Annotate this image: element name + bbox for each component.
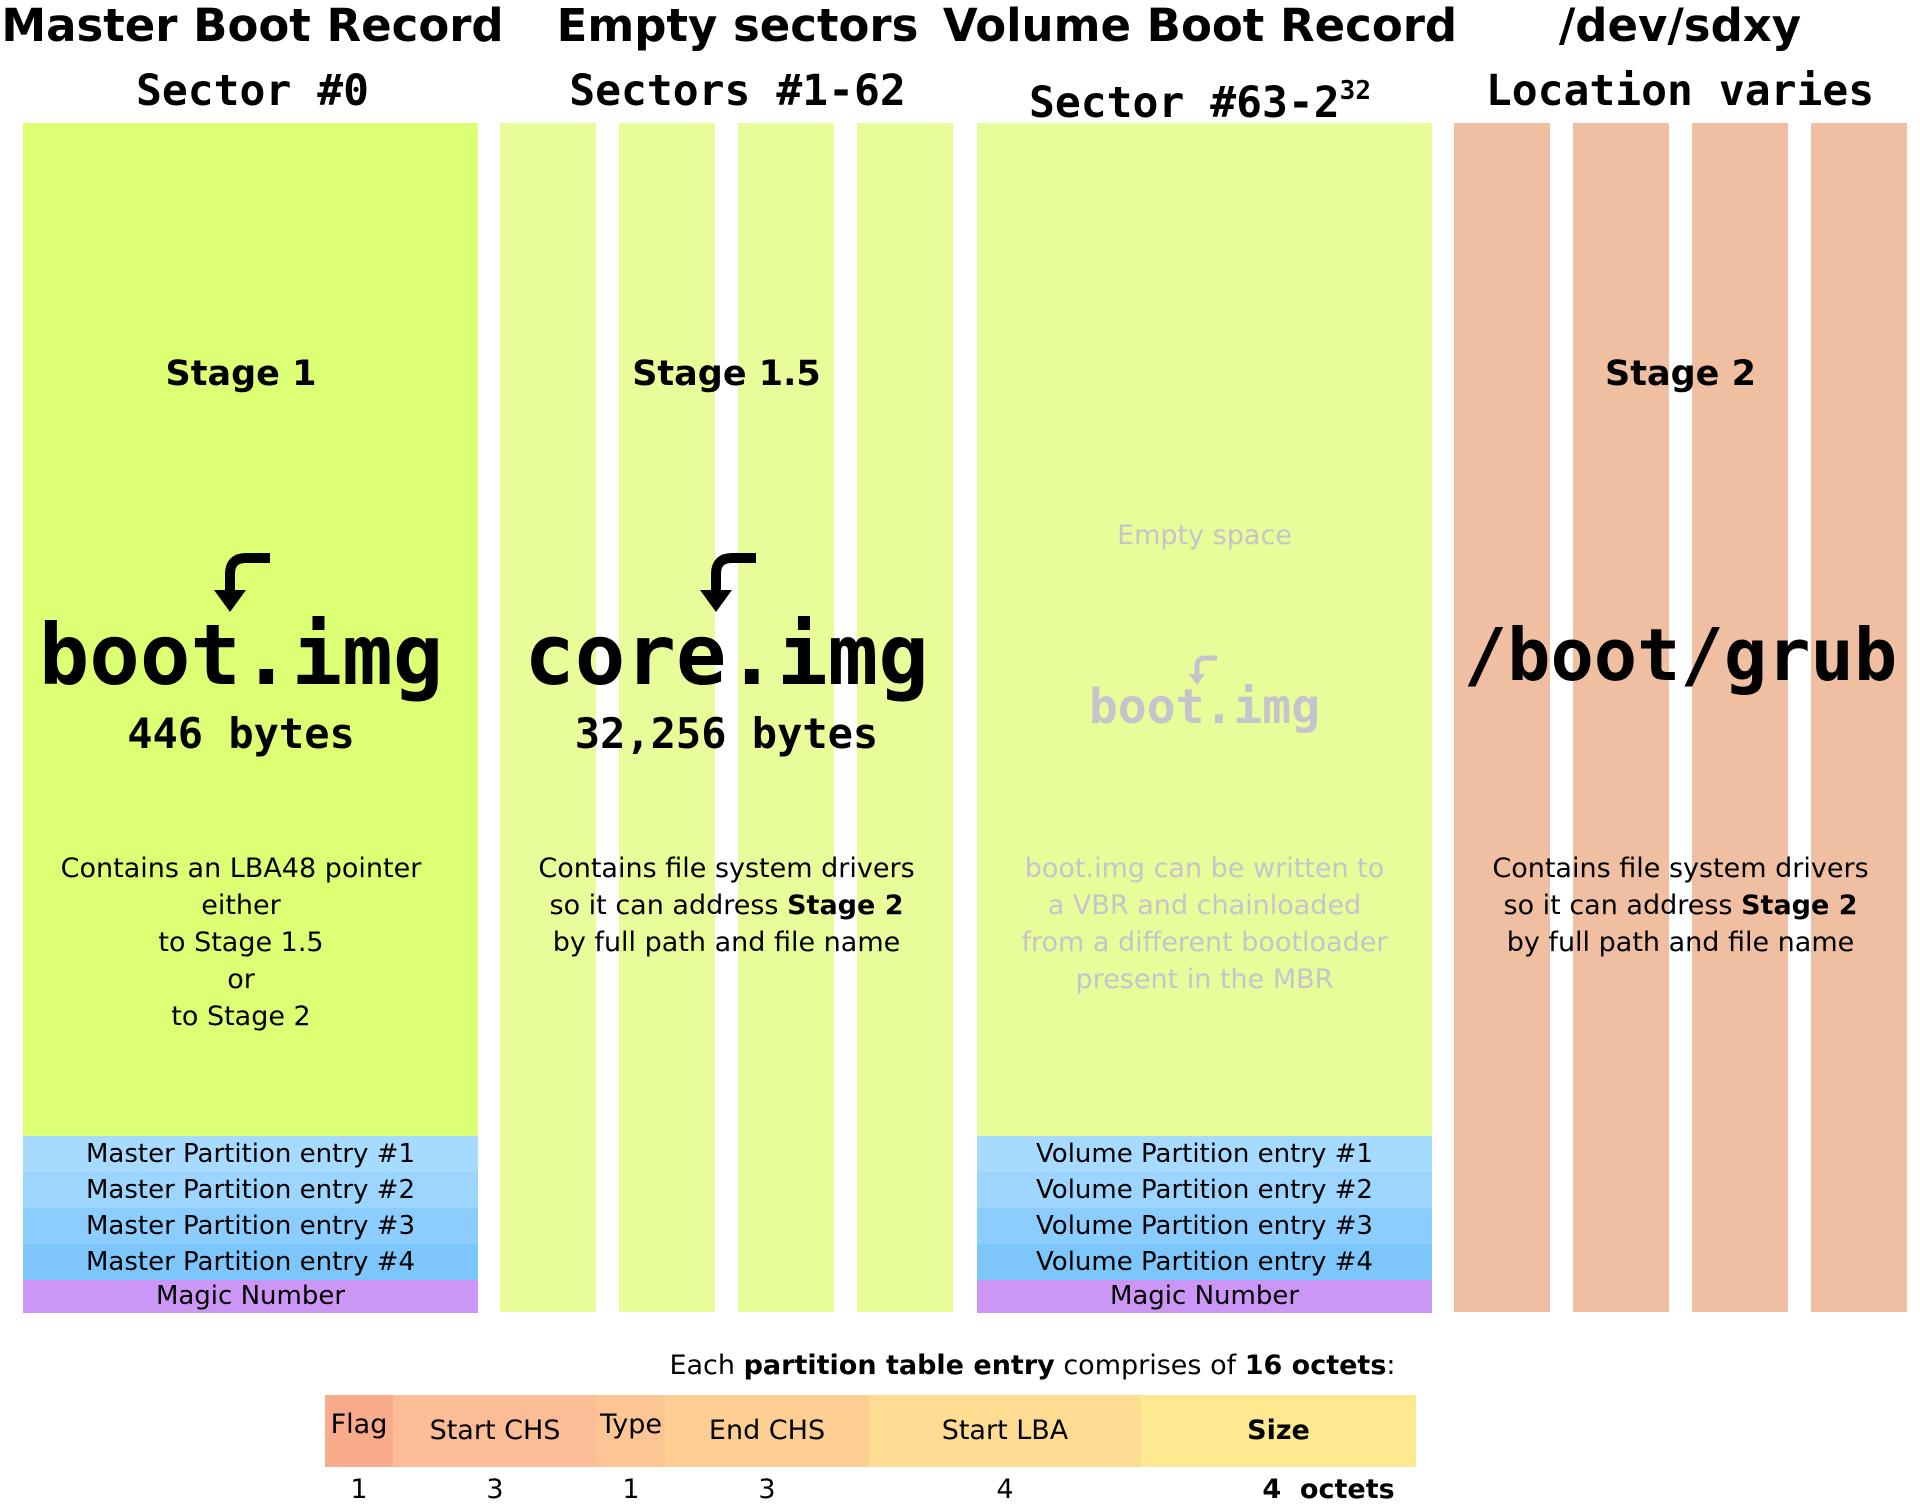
stage2-stripe: [1573, 123, 1669, 1312]
vbr-subtitle-text: Sector #63-2: [1029, 78, 1340, 128]
empty-sector-stripe: [857, 123, 953, 1312]
vbr-partition-entry-1: Volume Partition entry #1: [977, 1136, 1432, 1172]
empty-image-size: 32,256 bytes: [574, 709, 879, 758]
vbr-description-line: from a different bootloader: [1021, 927, 1388, 958]
mbr-image-name: boot.img: [38, 606, 444, 704]
mbr-description-line: either: [201, 890, 281, 921]
mbr-partition-entry-1: Master Partition entry #1: [23, 1136, 478, 1172]
empty-curved-arrow-icon: [700, 553, 756, 612]
octets-unit-label: octets: [1299, 1474, 1395, 1505]
vbr-description-line: boot.img can be written to: [1024, 853, 1385, 884]
empty-image-name: core.img: [524, 606, 929, 704]
dev-description-line: so it can address Stage 2: [1454, 887, 1907, 924]
caption-text: :: [1386, 1350, 1396, 1381]
dev-description-line: by full path and file name: [1506, 927, 1855, 958]
vbr-description-line: present in the MBR: [1075, 964, 1334, 995]
stage2-stripe: [1692, 123, 1788, 1312]
caption-text: comprises of: [1054, 1350, 1245, 1381]
dev-image-name: /boot/grub: [1463, 613, 1898, 697]
dev-subtitle: Location varies: [1485, 66, 1875, 116]
vbr-empty-space-label: Empty space: [1117, 520, 1292, 551]
mbr-stage-label: Stage 1: [165, 354, 317, 394]
dev-stage-label: Stage 2: [1605, 354, 1756, 394]
field-end-chs: End CHS: [665, 1395, 869, 1467]
field-size: Size: [1141, 1395, 1416, 1467]
vbr-partition-entry-2: Volume Partition entry #2: [977, 1172, 1432, 1208]
octet-count-end-chs: 3: [758, 1474, 776, 1505]
field-start-lba: Start LBA: [869, 1395, 1141, 1467]
empty-description-bold: Stage 2: [787, 890, 904, 921]
field-flag: Flag: [325, 1395, 393, 1467]
mbr-description-line: to Stage 2: [171, 1001, 311, 1032]
mbr-subtitle: Sector #0: [136, 66, 369, 116]
vbr-partition-entry-4: Volume Partition entry #4: [977, 1244, 1432, 1280]
mbr-description-line: or: [227, 964, 255, 995]
empty-description-line: by full path and file name: [552, 927, 901, 958]
octet-count-flag: 1: [350, 1474, 368, 1505]
stage2-stripe: [1454, 123, 1550, 1312]
mbr-partition-entry-2: Master Partition entry #2: [23, 1172, 478, 1208]
mbr-magic-number: Magic Number: [23, 1280, 478, 1313]
caption-text: Each: [669, 1350, 744, 1381]
empty-sector-stripe: [500, 123, 596, 1312]
vbr-block: [977, 123, 1432, 1312]
empty-sector-stripe: [619, 123, 715, 1312]
mbr-description-line: Contains an LBA48 pointer: [60, 853, 422, 884]
octet-count-type: 1: [622, 1474, 640, 1505]
octet-count-start-lba: 4: [996, 1474, 1014, 1505]
octet-count-size-value: 4: [1262, 1474, 1282, 1505]
vbr-title: Volume Boot Record: [942, 0, 1458, 52]
caption-bold: 16 octets: [1244, 1350, 1387, 1381]
dev-description: Contains file system drivers so it can a…: [1454, 850, 1907, 961]
mbr-description: Contains an LBA48 pointer either to Stag…: [23, 850, 459, 1035]
stage2-stripe: [1811, 123, 1907, 1312]
dev-description-text: so it can address: [1503, 890, 1742, 921]
empty-sectors-subtitle: Sectors #1-62: [569, 66, 906, 116]
mbr-image-size: 446 bytes: [127, 709, 355, 758]
empty-description: Contains file system drivers so it can a…: [500, 850, 953, 961]
empty-sector-stripe: [738, 123, 834, 1312]
empty-description-line: Contains file system drivers: [538, 853, 915, 884]
vbr-partition-entry-3: Volume Partition entry #3: [977, 1208, 1432, 1244]
vbr-curved-arrow-icon: [1189, 655, 1217, 685]
vbr-subtitle-exponent: 32: [1339, 76, 1371, 106]
dev-description-line: Contains file system drivers: [1492, 853, 1869, 884]
mbr-partition-entry-4: Master Partition entry #4: [23, 1244, 478, 1280]
dev-title: /dev/sdxy: [1558, 0, 1802, 52]
empty-description-line: so it can address Stage 2: [500, 887, 953, 924]
partition-table-caption: Each partition table entry comprises of …: [325, 1348, 1740, 1384]
vbr-subtitle: Sector #63-232: [940, 66, 1460, 128]
caption-bold: partition table entry: [743, 1350, 1055, 1381]
empty-stage-label: Stage 1.5: [632, 354, 821, 394]
field-type: Type: [597, 1395, 665, 1467]
octet-count-size: 4 octets: [1241, 1473, 1416, 1507]
mbr-partition-entry-3: Master Partition entry #3: [23, 1208, 478, 1244]
vbr-description: boot.img can be written to a VBR and cha…: [977, 850, 1432, 998]
mbr-title: Master Boot Record: [1, 0, 504, 52]
field-start-chs: Start CHS: [393, 1395, 597, 1467]
vbr-image-name: boot.img: [1088, 679, 1321, 735]
vbr-magic-number: Magic Number: [977, 1280, 1432, 1313]
mbr-block: [23, 123, 478, 1312]
dev-description-bold: Stage 2: [1741, 890, 1858, 921]
empty-description-text: so it can address: [549, 890, 788, 921]
mbr-curved-arrow-icon: [214, 553, 270, 612]
vbr-description-line: a VBR and chainloaded: [1047, 890, 1362, 921]
octet-count-start-chs: 3: [486, 1474, 504, 1505]
mbr-description-line: to Stage 1.5: [158, 927, 324, 958]
empty-sectors-title: Empty sectors: [556, 0, 919, 52]
